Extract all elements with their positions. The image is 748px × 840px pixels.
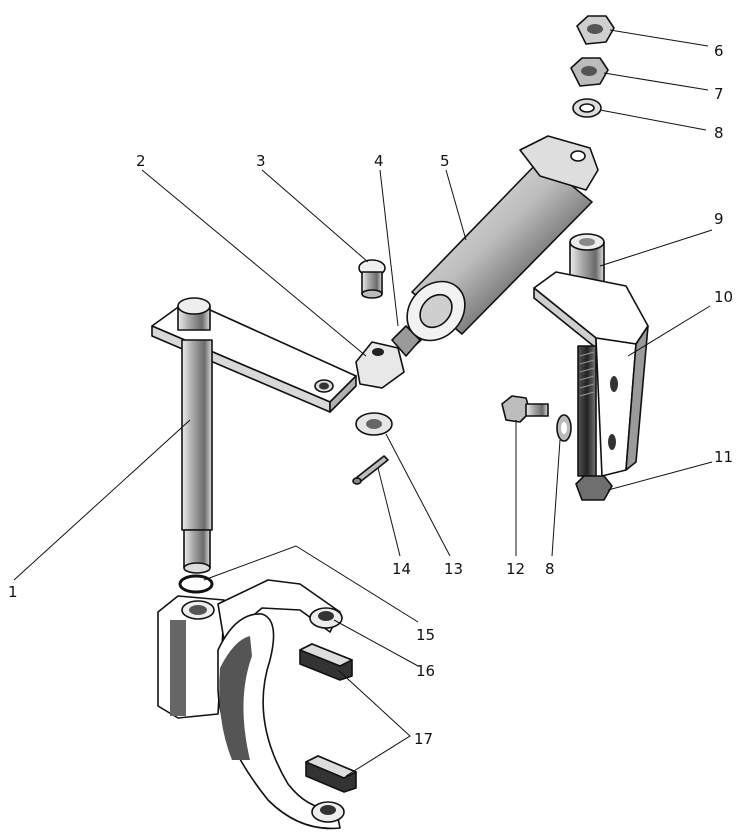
- nut-7-part: [570, 57, 609, 87]
- label-16: 16: [416, 662, 435, 680]
- o-ring-15-part: [178, 574, 214, 594]
- fork-part: [157, 579, 357, 830]
- label-9: 9: [714, 210, 724, 228]
- washer-8-top-part: [572, 98, 602, 118]
- leader-lines: [13, 29, 713, 777]
- label-15: 15: [416, 626, 435, 644]
- bolt-12-part: [501, 395, 549, 423]
- label-12: 12: [506, 560, 525, 578]
- label-11: 11: [714, 448, 733, 466]
- label-4: 4: [374, 152, 384, 170]
- label-14: 14: [392, 560, 411, 578]
- label-1: 1: [8, 583, 18, 601]
- label-13: 13: [444, 560, 463, 578]
- lever-arm-part: [151, 297, 357, 574]
- clevis-pin-part: [358, 259, 386, 299]
- cotter-pin-14-part: [352, 455, 389, 485]
- bracket-part: [533, 233, 649, 501]
- label-8-top: 8: [714, 124, 724, 142]
- label-17: 17: [414, 730, 433, 748]
- nut-6-part: [576, 15, 615, 45]
- label-2: 2: [136, 152, 146, 170]
- part-number-labels: 1 2 3 4 5 6 7 8 9 10 11 12 8 13 14 15 16…: [8, 42, 733, 748]
- label-5: 5: [440, 152, 450, 170]
- label-7: 7: [714, 85, 724, 103]
- hydraulic-cylinder-part: [355, 135, 599, 389]
- washer-13-part: [355, 412, 393, 436]
- washer-8-side-part: [556, 414, 572, 442]
- label-8-side: 8: [545, 560, 555, 578]
- label-10: 10: [714, 288, 733, 306]
- label-3: 3: [256, 152, 266, 170]
- label-6: 6: [714, 42, 724, 60]
